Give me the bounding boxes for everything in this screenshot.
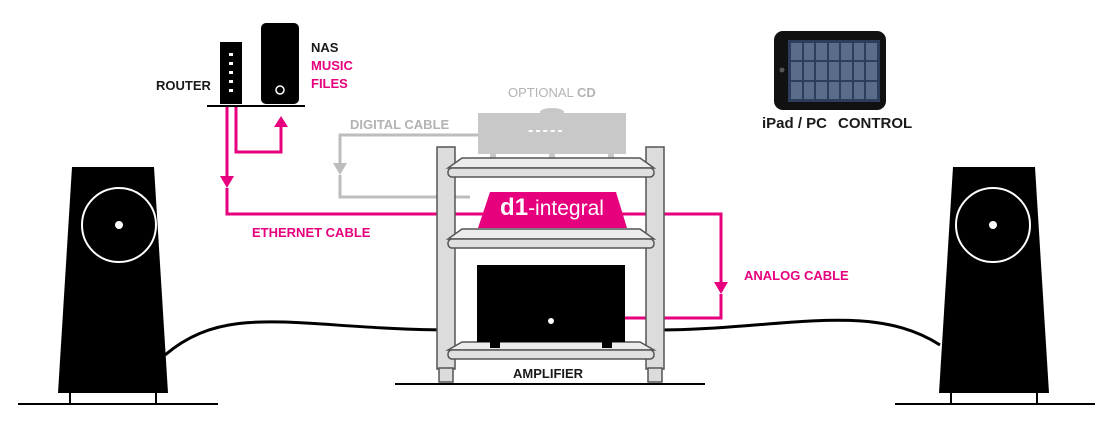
digital-cable xyxy=(333,133,478,199)
digital-cable-label: DIGITAL CABLE xyxy=(350,117,450,132)
control-label: CONTROL xyxy=(838,115,913,132)
nas-icon xyxy=(261,23,299,104)
router-icon xyxy=(220,42,242,104)
ethernet-cable-label: ETHERNET CABLE xyxy=(252,225,371,240)
router-label: ROUTER xyxy=(156,78,211,93)
hifi-rack-icon xyxy=(436,146,665,383)
d1-integral-unit xyxy=(478,192,627,228)
ethernet-cable xyxy=(220,107,485,216)
speaker-cable-right xyxy=(654,318,941,347)
speaker-icon xyxy=(58,167,168,403)
d1-integral-label: d1-integral xyxy=(478,196,626,221)
ipad-screen xyxy=(790,42,878,100)
network-cable-nas xyxy=(234,107,288,154)
cd-label: CD xyxy=(577,85,596,100)
d1-rest: -integral xyxy=(528,197,604,220)
d1-bold: d1 xyxy=(500,194,529,221)
analog-cable-label: ANALOG CABLE xyxy=(744,268,849,283)
optional-label: OPTIONAL xyxy=(508,85,574,100)
nas-label: NAS xyxy=(311,40,339,55)
speaker-icon xyxy=(939,167,1049,403)
amplifier-icon xyxy=(477,265,625,348)
files-label: FILES xyxy=(311,76,348,91)
amplifier-label: AMPLIFIER xyxy=(513,366,584,381)
music-label: MUSIC xyxy=(311,58,353,73)
speaker-cable-left xyxy=(164,320,456,357)
cd-player-icon xyxy=(478,108,626,159)
ipad-pc-label: iPad / PC xyxy=(762,115,828,132)
cd-display: ----- xyxy=(528,122,565,139)
